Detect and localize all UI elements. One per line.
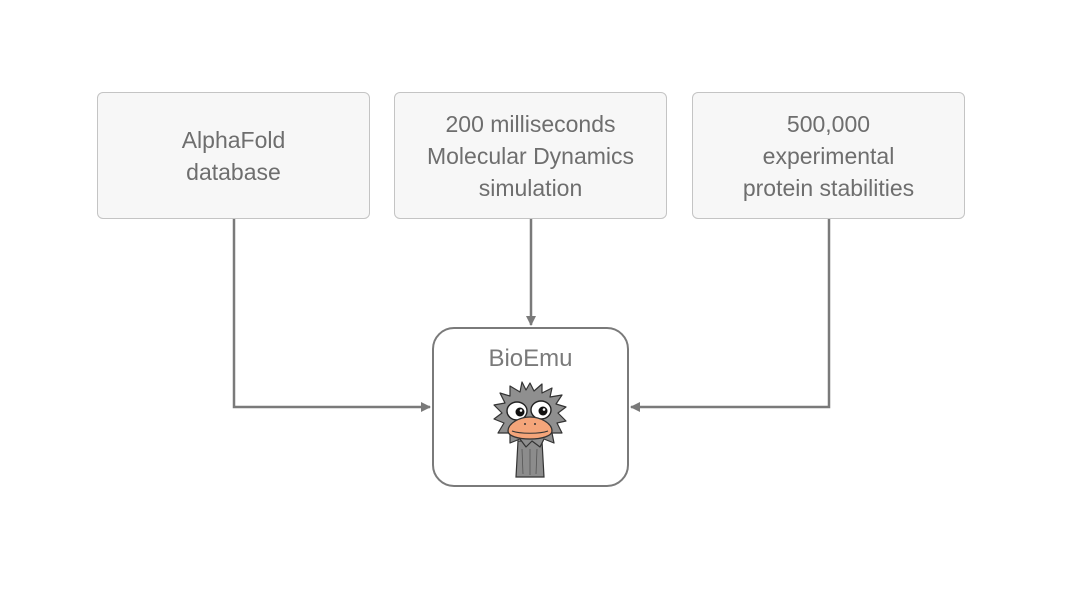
box-line: 200 milliseconds [445,110,616,137]
arrow-alphafold-to-bioemu [232,219,431,412]
bioemu-box: BioEmu [432,327,629,487]
bioemu-title: BioEmu [488,345,573,372]
input-box-protein-stabilities: 500,000 experimental protein stabilities [692,92,965,219]
box-line: 500,000 [786,110,871,137]
input-box-md-simulation: 200 milliseconds Molecular Dynamics simu… [394,92,667,219]
box-line: AlphaFold [181,126,286,153]
box-line: simulation [478,174,583,201]
box-line: database [186,158,281,185]
box-line: Molecular Dynamics [426,142,635,169]
box-line: experimental [762,142,895,169]
emu-mascot-icon [493,381,567,478]
input-box-alphafold: AlphaFold database [97,92,370,219]
box-line: protein stabilities [742,174,915,201]
arrow-exp-to-bioemu [630,219,831,412]
